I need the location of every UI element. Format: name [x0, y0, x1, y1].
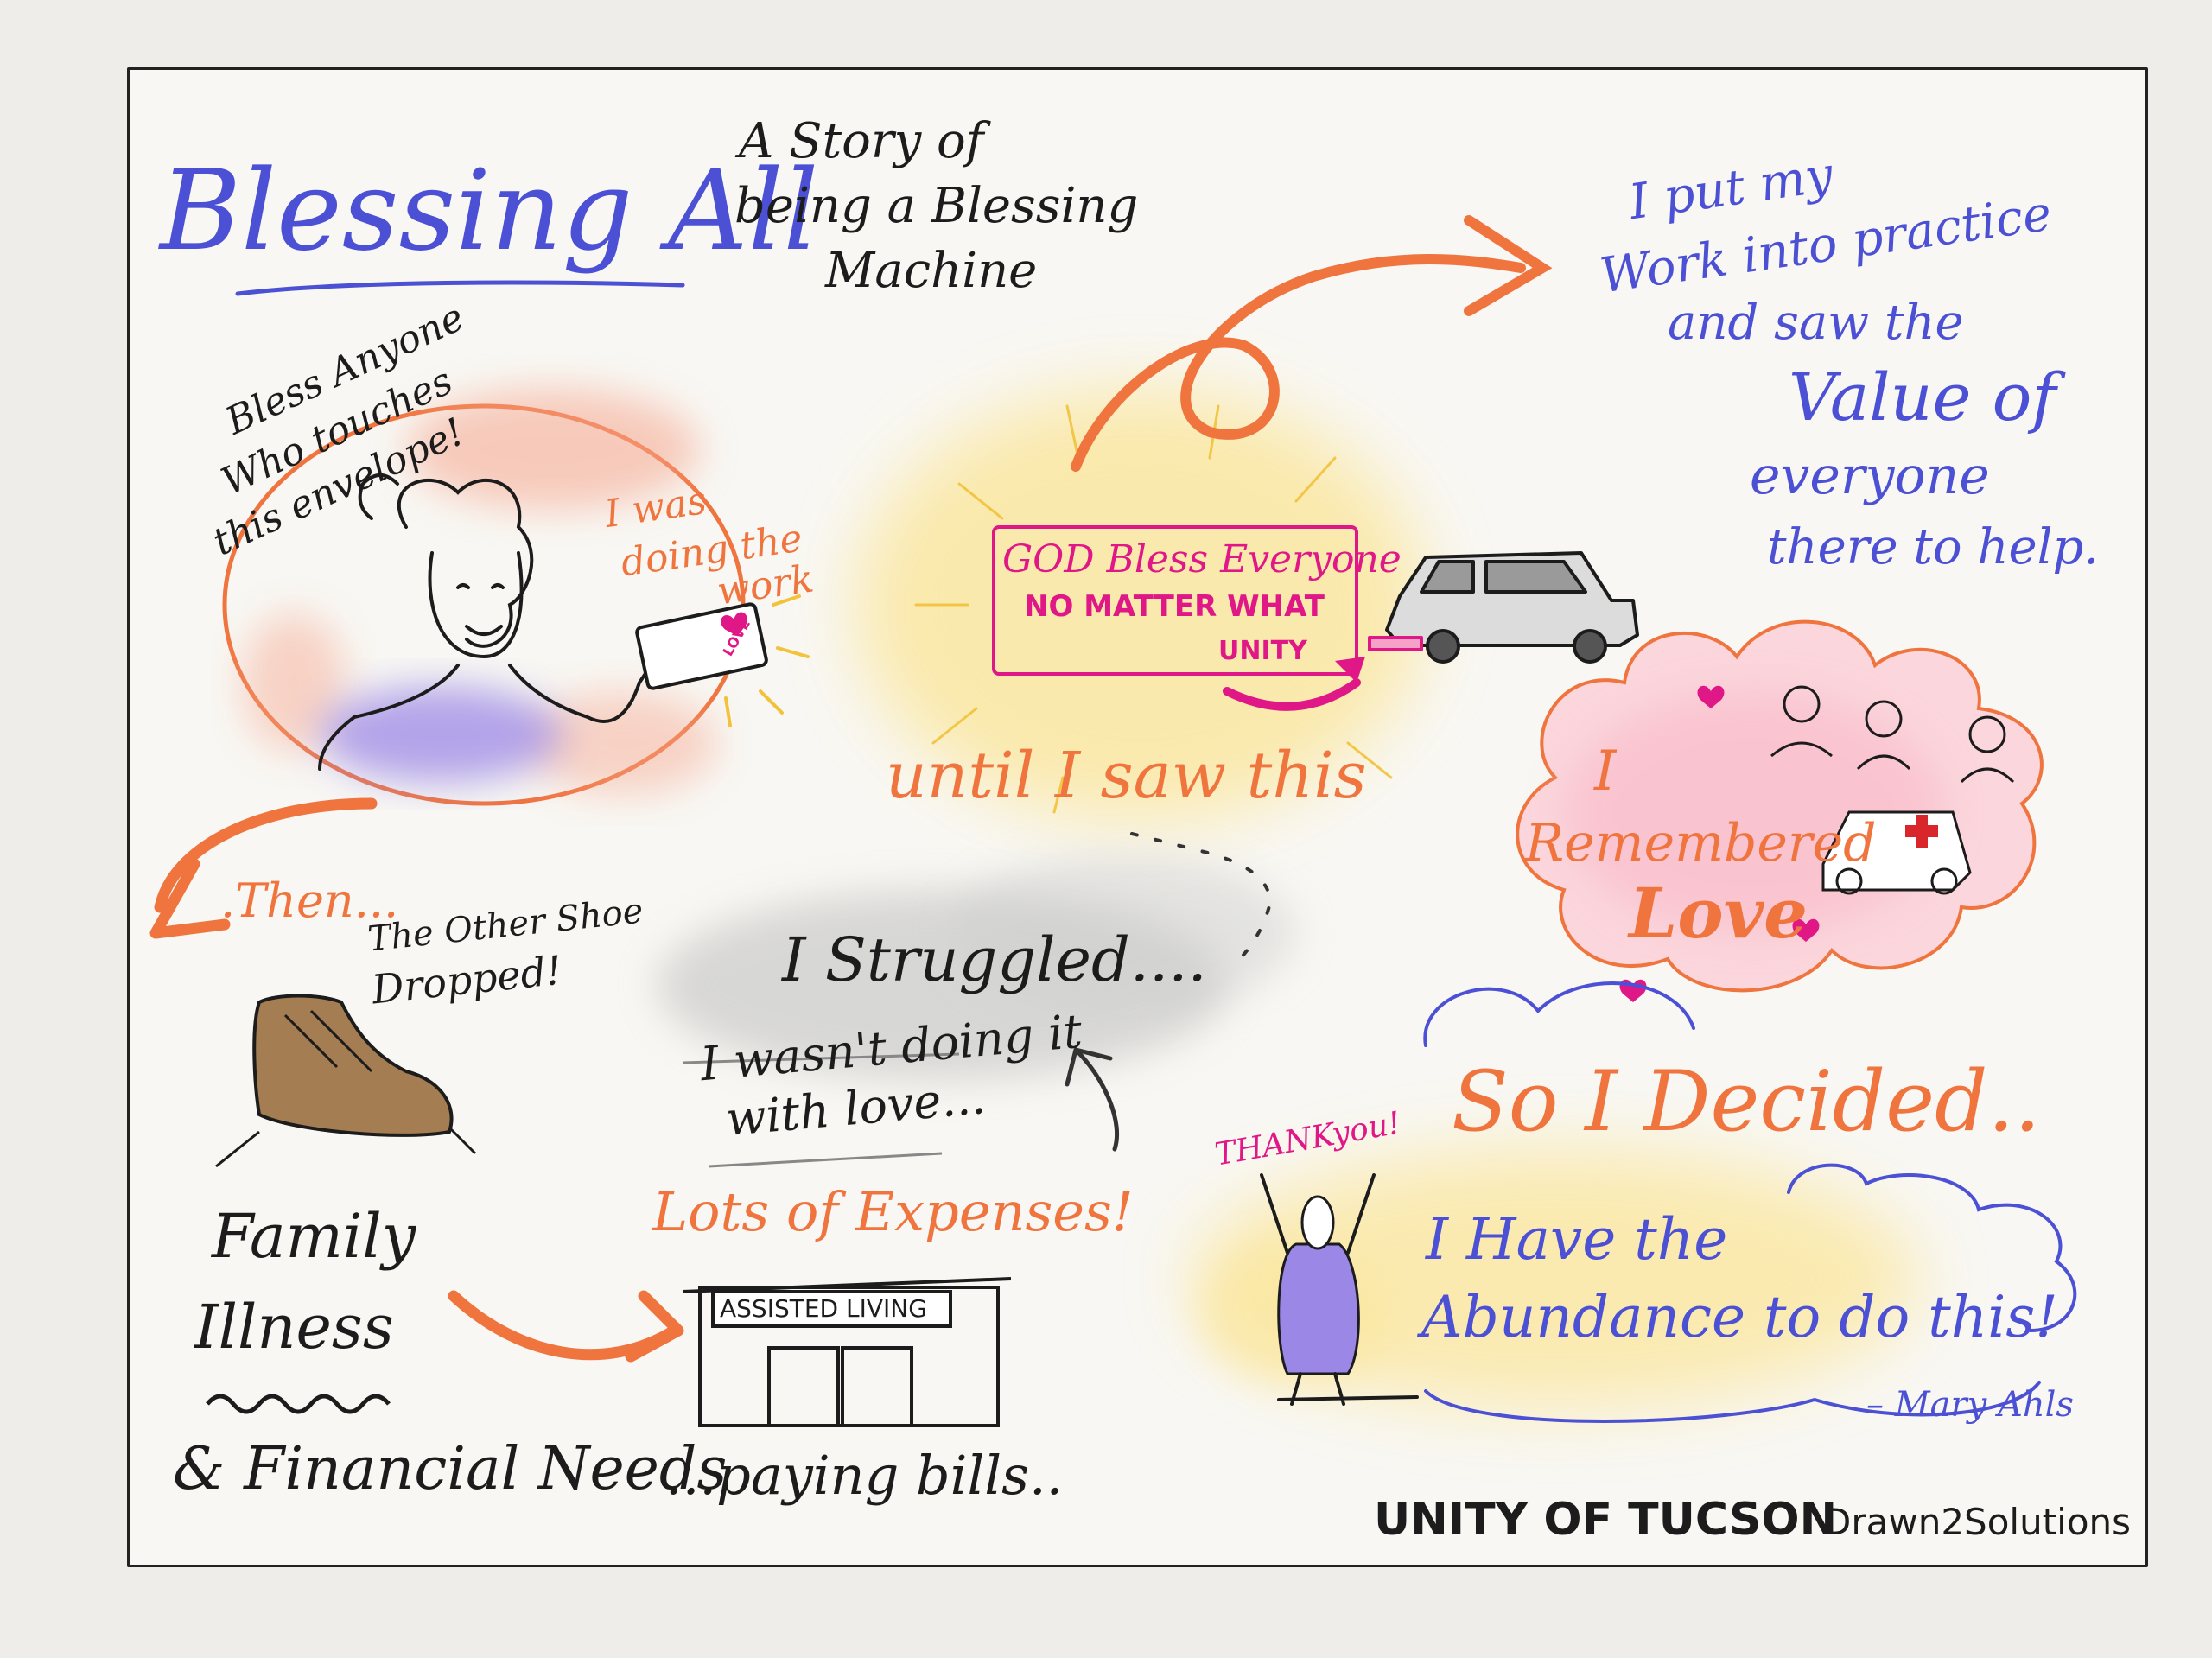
sign-line-1: GOD Bless Everyone [1002, 537, 1402, 581]
assisted-living-sign: ASSISTED LIVING [720, 1294, 927, 1323]
subtitle-line: A Story of [739, 113, 984, 169]
car-sketch [1368, 551, 1639, 664]
orange-loop-arrow [1071, 215, 1553, 472]
practice-line: and saw the [1668, 295, 1964, 351]
abundance-line: Abundance to do this! [1421, 1284, 2058, 1350]
expenses-text: Lots of Expenses! [652, 1180, 1134, 1243]
page-title: Blessing All [160, 147, 819, 276]
practice-line: everyone [1750, 446, 1990, 506]
boot-sketch [215, 994, 477, 1168]
practice-line: there to help. [1767, 519, 2100, 575]
then-arrowhead [149, 858, 231, 939]
woman-sketch [318, 473, 658, 771]
subtitle-line: Machine [825, 243, 1038, 299]
envelope-sketch [635, 594, 810, 727]
artist-credit: Drawn2Solutions [1823, 1501, 2132, 1543]
sign-border [992, 525, 1358, 676]
love-cloud-line-2: Remembered [1525, 813, 1877, 873]
organization-name: UNITY OF TUCSON [1374, 1494, 1838, 1546]
sun-glow [855, 389, 1426, 821]
until-text: until I saw this [886, 739, 1367, 813]
subtitle-line: being a Blessing [734, 178, 1139, 234]
abundance-line: I Have the [1426, 1206, 1728, 1273]
financial-text: & Financial Needs [173, 1435, 728, 1503]
family-line: Family [212, 1201, 416, 1272]
squiggle-line [206, 1394, 391, 1414]
struggled-text: I Struggled.... [782, 924, 1207, 995]
practice-line: Value of [1789, 359, 2056, 435]
attribution-text: – Mary Ahls [1866, 1385, 2074, 1425]
then-arrow [154, 797, 378, 913]
magenta-arrow [1223, 678, 1361, 711]
family-line: Illness [194, 1292, 394, 1363]
thankyou-figure [1260, 1173, 1419, 1406]
then-text: .Then... [220, 873, 399, 928]
bills-arrowhead [625, 1290, 684, 1363]
sign-line-2: NO MATTER WHAT [1024, 589, 1325, 624]
love-cloud-line-3: Love [1629, 873, 1808, 954]
love-cloud [1516, 619, 2044, 1002]
love-cloud-line-1: I [1594, 740, 1617, 804]
decided-text: So I Decided.. [1452, 1053, 2041, 1150]
magenta-arrowhead [1335, 657, 1365, 683]
assisted-living-building [682, 1277, 1012, 1427]
paying-bills-text: ...paying bills.. [665, 1444, 1064, 1507]
struggle-cloud [657, 832, 1296, 1168]
sign-line-3: UNITY [1218, 636, 1307, 666]
